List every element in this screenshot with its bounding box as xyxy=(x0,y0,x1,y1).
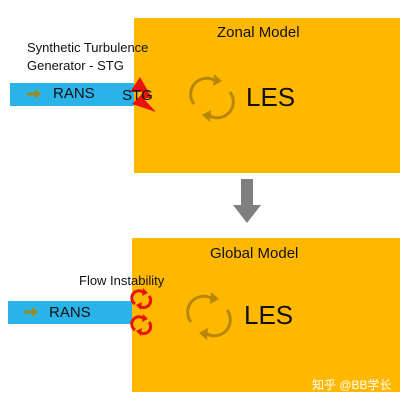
global-rans-flow-arrow-icon xyxy=(24,307,38,317)
stg-wedge-icon xyxy=(130,77,156,112)
zonal-les-label: LES xyxy=(246,82,296,112)
instability-upper-swirl-icon xyxy=(130,288,153,310)
stg-label: STG xyxy=(122,87,153,104)
zonal-rans-flow-arrow-icon xyxy=(27,89,41,99)
zonal-rans-label: RANS xyxy=(53,85,95,102)
instability-lower-swirl-icon xyxy=(130,314,153,336)
zonal-model-panel xyxy=(134,18,400,173)
zonal-rans-inlet-bar xyxy=(10,83,134,106)
global-model-panel xyxy=(132,238,400,392)
global-model-title: Global Model xyxy=(210,245,299,262)
global-circulation-icon xyxy=(186,292,232,340)
zonal-model-title: Zonal Model xyxy=(217,24,300,41)
global-rans-inlet-bar xyxy=(8,301,132,324)
down-arrow-icon xyxy=(233,179,261,223)
zonal-circulation-icon xyxy=(189,74,235,122)
stg-title-line1: Synthetic Turbulence xyxy=(27,40,149,55)
watermark: 知乎 @BB学长 xyxy=(312,378,392,392)
global-rans-label: RANS xyxy=(49,304,91,321)
stg-title-line2: Generator - STG xyxy=(27,58,124,73)
global-les-label: LES xyxy=(244,300,294,330)
flow-instability-label: Flow Instability xyxy=(79,273,165,288)
